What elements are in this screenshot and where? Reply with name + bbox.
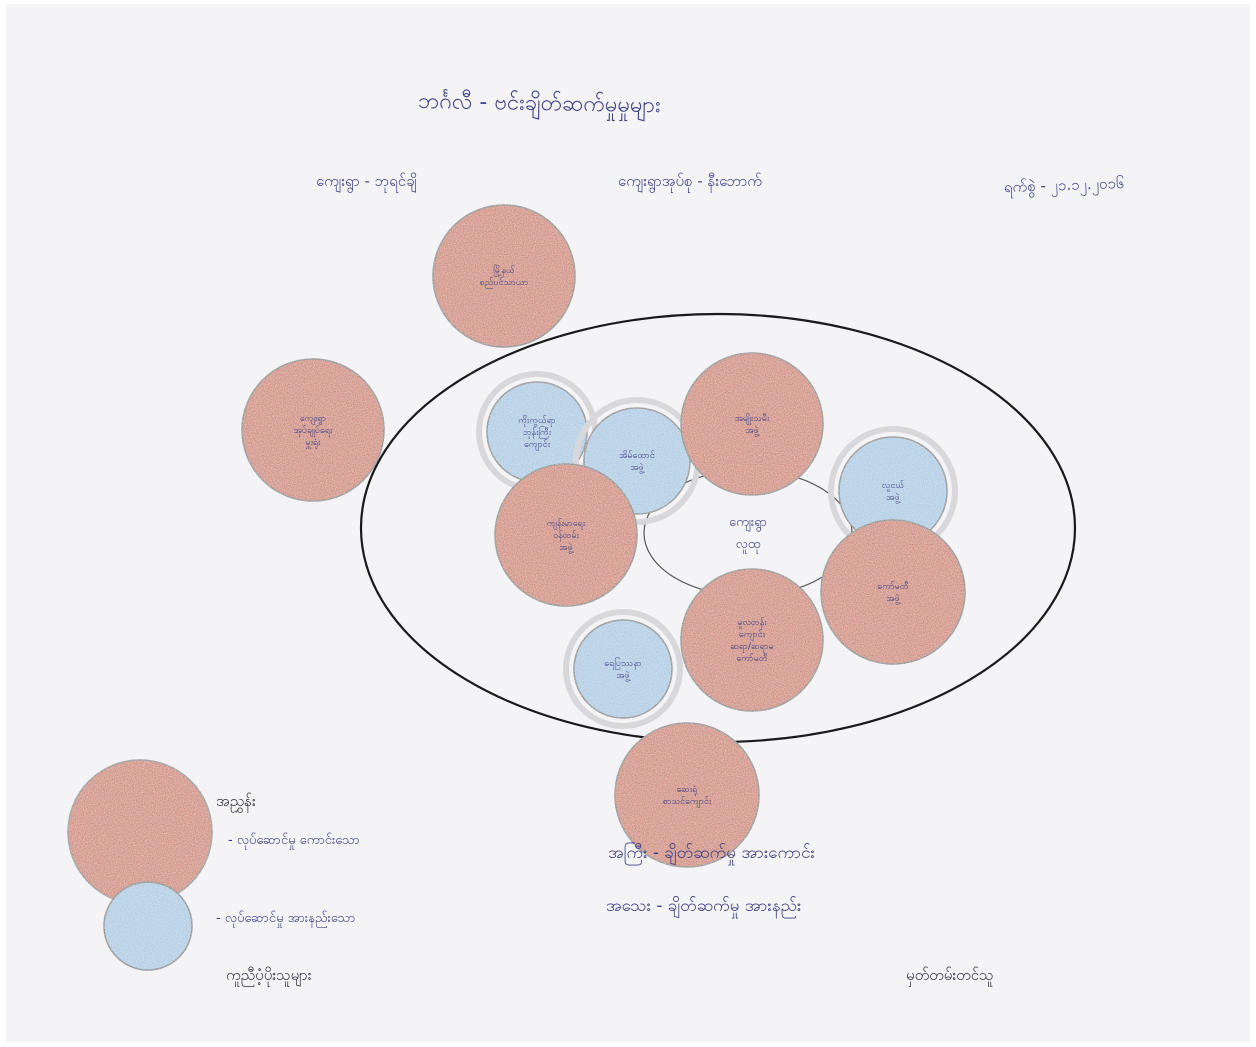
center-label-line-2: လူထု: [736, 537, 761, 554]
node-left-red-label-line-3: အဖွဲ့: [559, 542, 574, 554]
village-group: ကျေးရွာအုပ်စု - နီးဘောက်: [618, 172, 762, 190]
node-upper-left-blue-label-line-3: ကျောင်း: [524, 439, 551, 451]
node-bottom-outside-label-line-2: စာသင်ကျောင်း: [663, 796, 712, 808]
node-left-red-label-line-1: ကျန်းမာရေး: [547, 518, 586, 530]
nodes-layer: မြို့နယ်စည်ပင်သာယာကျေးရွာအုပ်ချုပ်ရေးမှူ…: [241, 204, 966, 868]
node-left-outside-label-line-3: မှူးရုံး: [306, 438, 322, 449]
node-left-outside: ကျေးရွာအုပ်ချုပ်ရေးမှူးရုံး: [241, 358, 385, 502]
legend-title: အညွှန်း: [216, 792, 256, 810]
node-upper-center-blue-label-line-2: အဖွဲ့: [630, 462, 645, 474]
node-upper-left-blue-label-line-2: ဘုန်းကြီး: [523, 426, 552, 439]
footer-recorder: မှတ်တမ်းတင်သူ: [906, 966, 994, 984]
node-top-outside-label-line-2: စည်ပင်သာယာ: [480, 277, 529, 289]
node-left-red: ကျန်းမာရေးဝန်ထမ်းအဖွဲ့: [494, 463, 638, 607]
node-top-outside-label-line-1: မြို့နယ်: [493, 264, 515, 277]
node-left-red-circle: [494, 463, 638, 607]
legend-blue-swatch: [103, 881, 193, 971]
footer-facilitators: ကူညီပံ့ပိုးသူများ: [226, 966, 312, 984]
node-top-right-red-circle: [680, 352, 824, 496]
center-label-line-1: ကျေးရွာ: [729, 515, 767, 532]
legend-red-text: - လုပ်ဆောင်မှု ကောင်းသော: [228, 833, 360, 848]
node-bottom-red: မူလတန်းကျောင်းဆရာ/ဆရာမကော်မတီ: [680, 568, 824, 712]
node-right-blue-label-line-1: လူငယ်: [882, 480, 905, 492]
node-left-outside-label-line-2: အုပ်ချုပ်ရေး: [294, 425, 333, 437]
node-bottom-outside-label-line-1: ဆေးရုံ: [677, 785, 698, 796]
node-upper-center-blue-label-line-1: အိမ်ထောင်: [619, 450, 655, 461]
node-top-outside: မြို့နယ်စည်ပင်သာယာ: [432, 204, 576, 348]
node-bottom-red-label-line-1: မူလတန်း: [737, 617, 767, 629]
node-left-outside-circle: [241, 358, 385, 502]
node-right-red-label-line-2: အဖွဲ့: [886, 593, 901, 605]
village-name: ကျေးရွာ - ဘုရင်ချိ: [316, 172, 417, 190]
node-top-right-red: အမျိုးသမီးအဖွဲ့: [680, 352, 824, 496]
note-big-circle: အကြီး - ချိတ်ဆက်မှု အားကောင်း: [608, 843, 815, 863]
node-bottom-blue-label-line-2: အဖွဲ့: [616, 670, 631, 682]
note-small-circle: အသေး - ချိတ်ဆက်မှု အားနည်း: [606, 896, 802, 916]
node-bottom-outside: ဆေးရုံစာသင်ကျောင်း: [614, 722, 760, 868]
legend-blue-text: - လုပ်ဆောင်မှု အားနည်းသော: [216, 911, 356, 926]
node-bottom-outside-circle: [614, 722, 760, 868]
node-right-blue-label-line-2: အဖွဲ့: [886, 492, 901, 504]
node-left-outside-label-line-1: ကျေးရွာ: [300, 414, 326, 425]
node-left-red-label-line-2: ဝန်ထမ်း: [553, 530, 580, 542]
node-right-red-circle: [820, 519, 966, 665]
node-bottom-blue-halo: [563, 609, 683, 729]
node-bottom-blue: ရေပြဿနာအဖွဲ့: [563, 609, 683, 729]
node-bottom-red-label-line-2: ကျောင်း: [739, 629, 766, 641]
node-right-red: ကော်မတီအဖွဲ့: [820, 519, 966, 665]
node-right-red-label-line-1: ကော်မတီ: [877, 581, 909, 592]
node-top-right-red-label-line-2: အဖွဲ့: [745, 425, 760, 437]
node-bottom-blue-circle: [573, 619, 673, 719]
node-upper-left-blue-label-line-1: ကိုးကွယ်ရာ: [518, 415, 556, 427]
node-bottom-red-circle: [680, 568, 824, 712]
node-top-right-red-label-line-1: အမျိုးသမီး: [735, 413, 770, 425]
node-top-outside-circle: [432, 204, 576, 348]
node-bottom-red-label-line-3: ဆရာ/ဆရာမ: [730, 642, 773, 653]
node-bottom-red-label-line-4: ကော်မတီ: [736, 653, 768, 664]
node-bottom-blue-label-line-1: ရေပြဿနာ: [604, 657, 641, 670]
